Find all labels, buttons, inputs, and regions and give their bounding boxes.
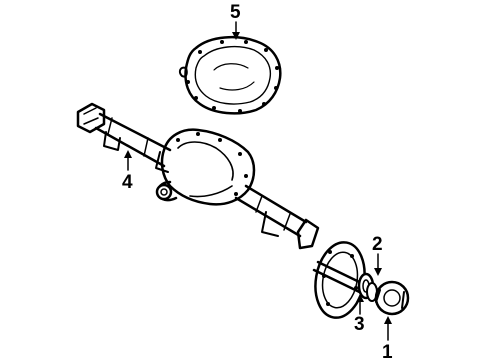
hub-flange [374, 280, 410, 316]
bearing-seal [357, 272, 378, 302]
leader-lines [124, 21, 392, 341]
callout-2: 2 [372, 234, 383, 255]
axle-housing [76, 102, 320, 250]
callout-5: 5 [230, 2, 241, 23]
cover-gasket [178, 36, 282, 115]
callout-4: 4 [122, 172, 133, 193]
callout-3: 3 [354, 314, 365, 335]
callout-1: 1 [382, 342, 393, 360]
